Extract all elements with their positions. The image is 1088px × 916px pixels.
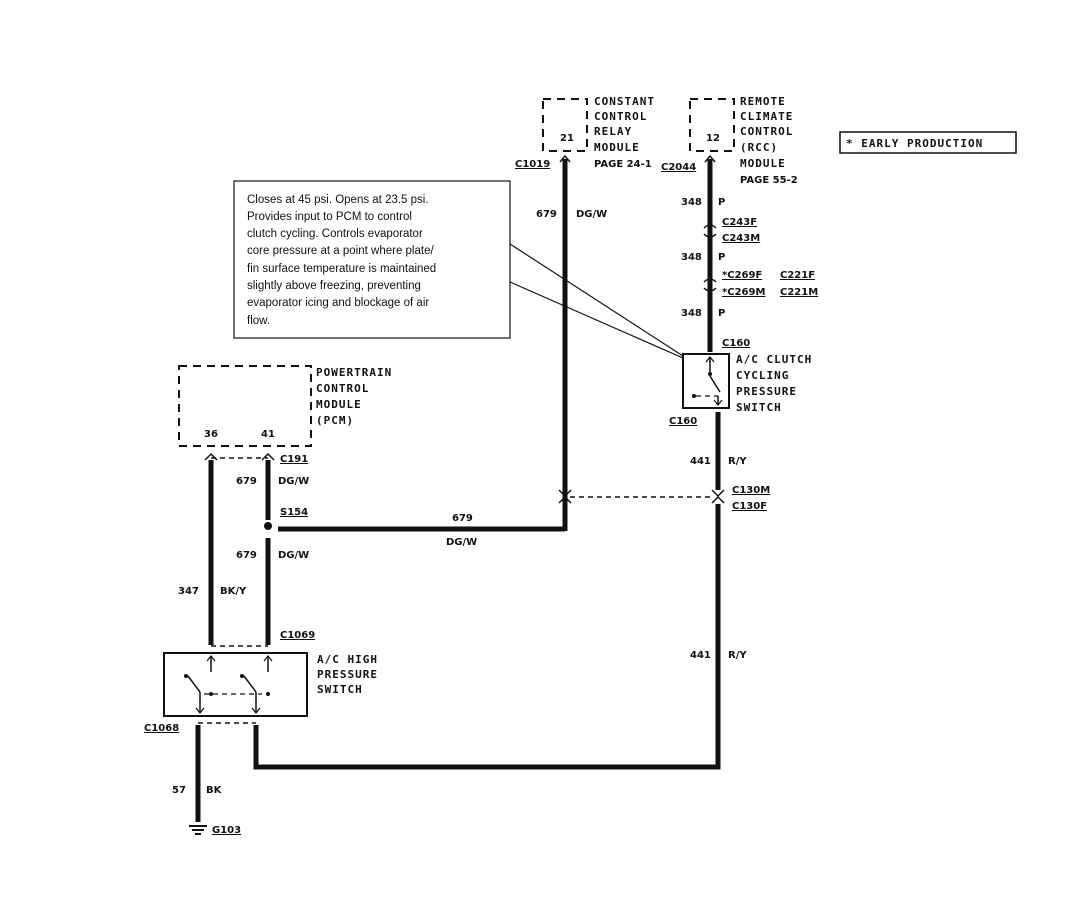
legend-box — [839, 131, 1017, 154]
w441-a-color: R/Y — [728, 456, 747, 467]
pcm-title-1: CONTROL — [316, 382, 369, 395]
ccrm-pin: 21 — [560, 133, 574, 144]
ccps-title-0: A/C CLUTCH — [736, 353, 812, 366]
pcm-module-box — [178, 365, 312, 447]
note-box — [233, 180, 511, 339]
ccrm-module-box — [542, 98, 588, 152]
pcm-mark-left — [204, 452, 218, 461]
hps-connector-top: C1069 — [280, 630, 315, 641]
ccps-title-2: PRESSURE — [736, 385, 797, 398]
ground-icon — [189, 825, 207, 835]
pcm-connector: C191 — [280, 454, 308, 465]
w347-circuit: 347 — [178, 586, 199, 597]
pcm-pin-1: 41 — [261, 429, 275, 440]
w57-color: BK — [206, 785, 223, 796]
ccps-connector-top: C160 — [722, 338, 750, 349]
c130-mark-right — [711, 489, 725, 504]
ccps-switch-contacts — [692, 356, 723, 406]
rcc-pin: 12 — [706, 133, 720, 144]
w441-b-color: R/Y — [728, 650, 747, 661]
w679-ccrm-color: DG/W — [576, 209, 607, 220]
w679-low-circuit: 679 — [236, 550, 257, 561]
rcc-connector-mark — [704, 154, 716, 163]
pcm-pin-0: 36 — [204, 429, 218, 440]
c269f-label: *C269F — [722, 270, 762, 281]
g103-label: G103 — [212, 825, 241, 836]
pcm-title-2: MODULE — [316, 398, 362, 411]
note-line-2: clutch cycling. Controls evaporator — [247, 228, 423, 240]
note-line-0: Closes at 45 psi. Opens at 23.5 psi. — [247, 194, 429, 206]
w679-horiz-color: DG/W — [446, 537, 477, 548]
hps-connector-bottom: C1068 — [144, 723, 179, 734]
wire-441-lower — [253, 504, 721, 770]
w347-color: BK/Y — [220, 586, 247, 597]
s154-label: S154 — [280, 507, 308, 518]
hps-title-2: SWITCH — [317, 683, 363, 696]
inline-connector-c269 — [703, 278, 717, 292]
note-leader-1 — [509, 243, 684, 357]
c221f-label: C221F — [780, 270, 815, 281]
w441-a-circuit: 441 — [690, 456, 711, 467]
rcc-connector: C2044 — [661, 162, 696, 173]
ccrm-title-3: MODULE — [594, 141, 640, 154]
ccrm-title-1: CONTROL — [594, 110, 647, 123]
note-line-4: fin surface temperature is maintained — [247, 263, 436, 275]
c130-mark-left — [558, 489, 572, 504]
note-line-3: core pressure at a point where plate/ — [247, 245, 434, 257]
rcc-module-box — [689, 98, 735, 152]
c243m-label: C243M — [722, 233, 760, 244]
w679-horiz-circuit: 679 — [452, 513, 473, 524]
splice-s154 — [264, 522, 272, 530]
ccps-title-3: SWITCH — [736, 401, 782, 414]
w57-circuit: 57 — [172, 785, 186, 796]
w348-b-circuit: 348 — [681, 252, 702, 263]
note-line-7: flow. — [247, 315, 270, 327]
rcc-page-ref: PAGE 55-2 — [740, 175, 798, 186]
ccrm-title-0: CONSTANT — [594, 95, 655, 108]
rcc-title-4: MODULE — [740, 157, 786, 170]
c269m-label: *C269M — [722, 287, 765, 298]
note-line-5: slightly above freezing, preventing — [247, 280, 421, 292]
w348-a-color: P — [718, 197, 725, 208]
pcm-mark-right — [261, 452, 275, 461]
ccrm-page-ref: PAGE 24-1 — [594, 159, 652, 170]
pcm-title-3: (PCM) — [316, 414, 354, 427]
w679-ccrm-circuit: 679 — [536, 209, 557, 220]
w348-c-circuit: 348 — [681, 308, 702, 319]
rcc-title-2: CONTROL — [740, 125, 793, 138]
ccrm-connector-mark — [559, 154, 571, 163]
pcm-title-0: POWERTRAIN — [316, 366, 392, 379]
note-line-6: evaporator icing and blockage of air — [247, 297, 429, 309]
w348-c-color: P — [718, 308, 725, 319]
legend-text: * EARLY PRODUCTION — [846, 137, 983, 150]
c221m-label: C221M — [780, 287, 818, 298]
hps-title-1: PRESSURE — [317, 668, 378, 681]
w679-low-color: DG/W — [278, 550, 309, 561]
ccps-title-1: CYCLING — [736, 369, 789, 382]
w348-a-circuit: 348 — [681, 197, 702, 208]
c243f-label: C243F — [722, 217, 757, 228]
rcc-title-1: CLIMATE — [740, 110, 793, 123]
note-line-1: Provides input to PCM to control — [247, 211, 412, 223]
c130m-label: C130M — [732, 485, 770, 496]
hps-title-0: A/C HIGH — [317, 653, 378, 666]
ccps-connector-bottom: C160 — [669, 416, 697, 427]
w679-pcm-color: DG/W — [278, 476, 309, 487]
note-leader-2 — [509, 281, 684, 359]
c130f-label: C130F — [732, 501, 767, 512]
rcc-title-3: (RCC) — [740, 141, 778, 154]
hps-switch-contacts — [184, 655, 273, 714]
ccps-box — [682, 353, 730, 409]
w679-pcm-circuit: 679 — [236, 476, 257, 487]
rcc-title-0: REMOTE — [740, 95, 786, 108]
w441-b-circuit: 441 — [690, 650, 711, 661]
ccrm-title-2: RELAY — [594, 125, 632, 138]
hps-box — [163, 652, 308, 717]
ccrm-connector: C1019 — [515, 159, 550, 170]
w348-b-color: P — [718, 252, 725, 263]
inline-connector-c243 — [703, 224, 717, 238]
